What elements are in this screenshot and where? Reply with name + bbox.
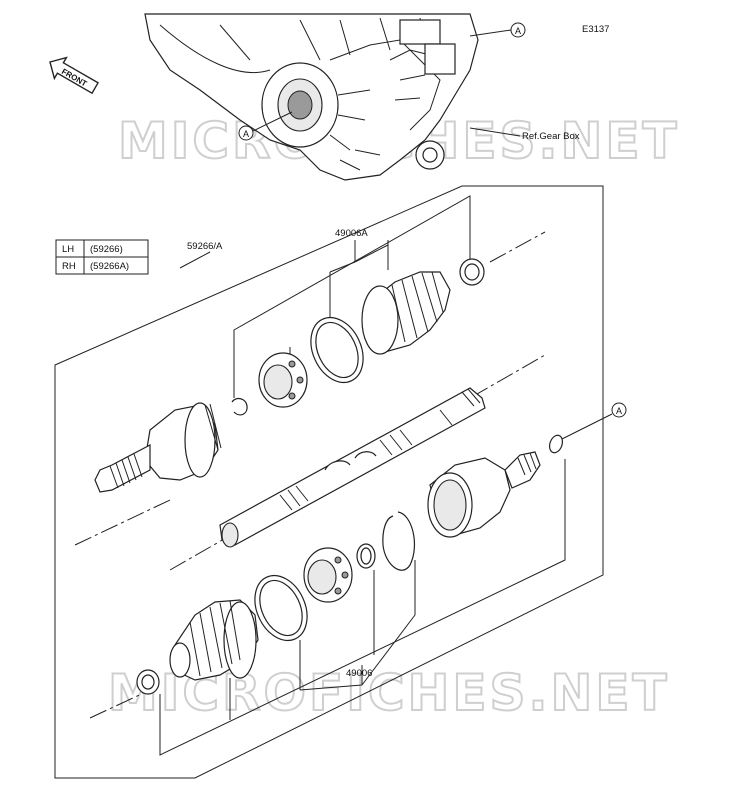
outer-cv-joint bbox=[94, 402, 222, 493]
table-lh-part: (59266) bbox=[90, 244, 123, 255]
front-arrow-icon: FRONT bbox=[49, 56, 99, 95]
outer-small-bushing bbox=[459, 258, 485, 286]
inner-small-ring bbox=[356, 543, 376, 569]
label-49006: 49006 bbox=[346, 668, 372, 679]
callout-a-right: A bbox=[559, 402, 627, 441]
outer-cv-cage bbox=[258, 352, 308, 408]
svg-text:A: A bbox=[616, 406, 622, 416]
table-lh: LH bbox=[62, 244, 74, 255]
outer-boot bbox=[361, 271, 451, 355]
inner-boot-clamp bbox=[254, 574, 308, 642]
gear-box bbox=[144, 13, 479, 181]
ref-gear-box-label: Ref.Gear Box bbox=[522, 131, 580, 142]
inner-circlip bbox=[548, 434, 564, 454]
callout-a-top: A bbox=[469, 22, 526, 38]
callout-a-left: A bbox=[238, 111, 293, 141]
lh-rh-table: LH (59266) RH (59266A) bbox=[55, 239, 149, 275]
inner-boot bbox=[169, 599, 259, 681]
outer-boot-clamp bbox=[310, 316, 364, 384]
label-59266: 59266/A bbox=[187, 241, 223, 252]
label-49006a: 49006A bbox=[335, 228, 368, 239]
inner-cv-joint bbox=[427, 451, 541, 538]
diagram-code: E3137 bbox=[582, 24, 609, 35]
table-rh-part: (59266A) bbox=[90, 261, 129, 272]
drive-shaft bbox=[219, 387, 486, 548]
assembly-frame bbox=[54, 185, 604, 779]
inner-small-bushing bbox=[136, 669, 160, 695]
svg-text:A: A bbox=[515, 26, 521, 36]
svg-text:A: A bbox=[243, 129, 249, 139]
inner-snap-ring bbox=[382, 511, 416, 571]
table-rh: RH bbox=[62, 261, 76, 272]
inner-cv-cage bbox=[303, 547, 353, 603]
outer-circlip bbox=[231, 397, 248, 416]
